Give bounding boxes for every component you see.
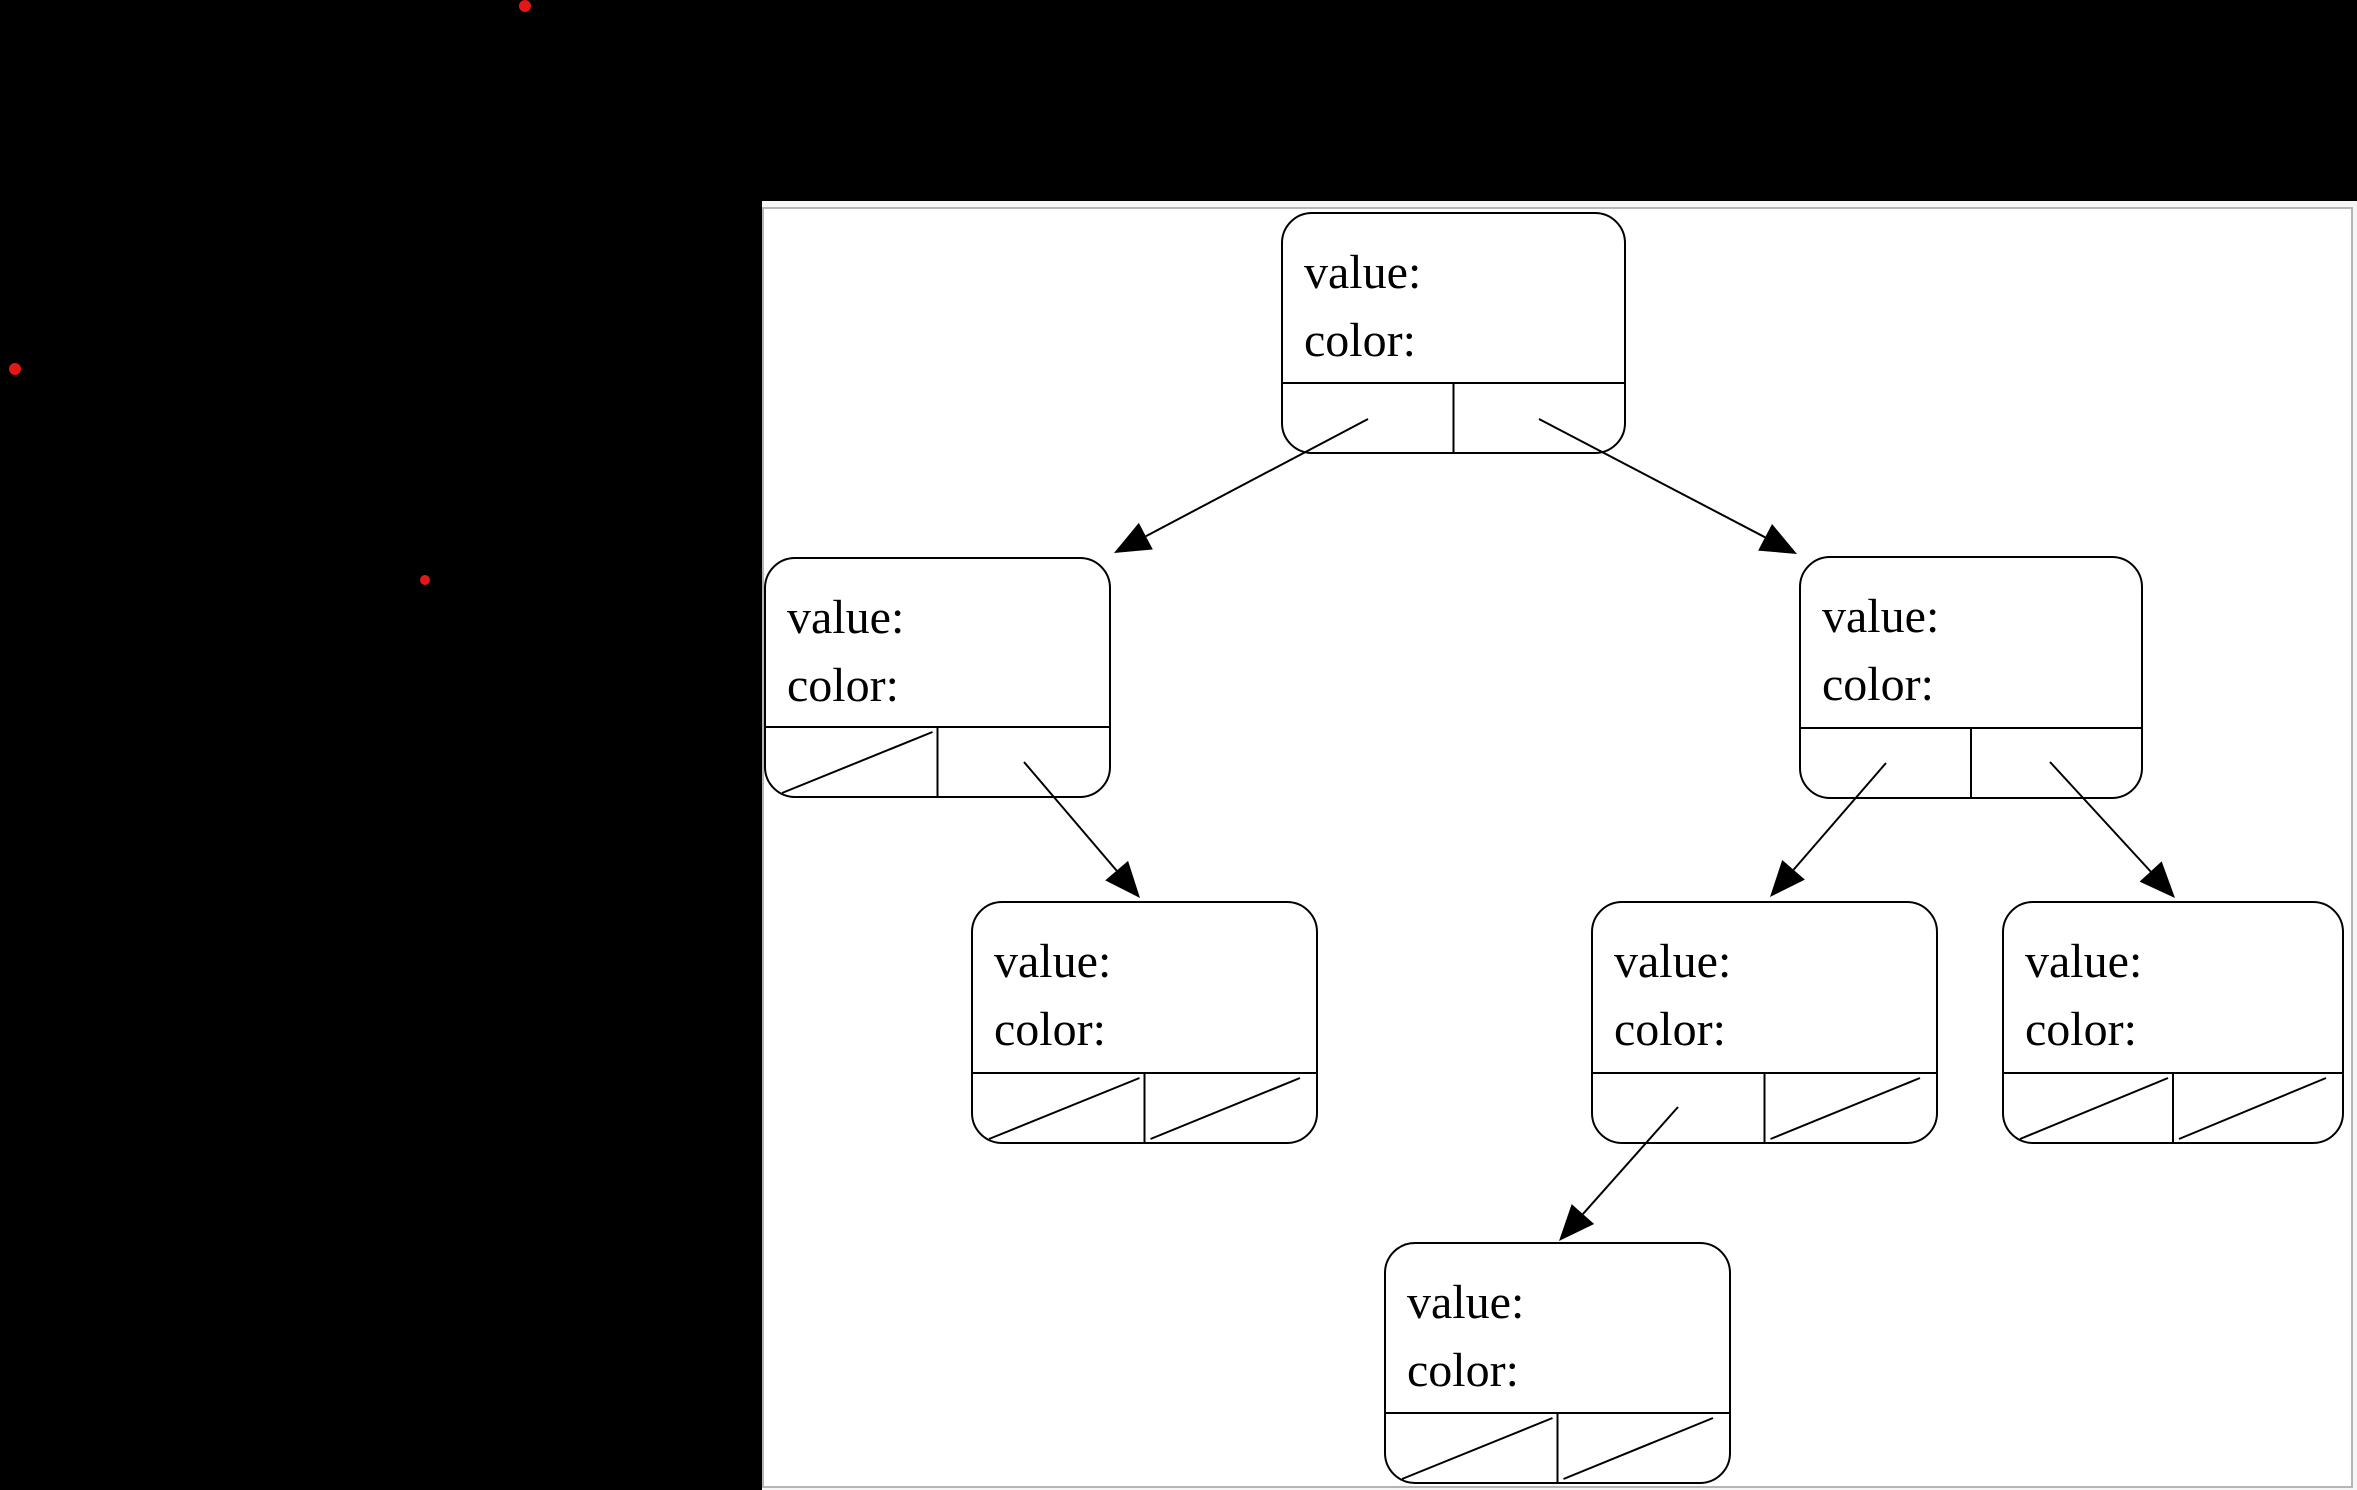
click-marker-3 — [420, 575, 430, 585]
node-value-label: value: — [1304, 246, 1421, 299]
node-color-label: color: — [1822, 658, 1934, 711]
tree-node-bottom-node: value: color: — [1384, 1242, 1731, 1484]
pointer-arrow-right-child-right — [2049, 761, 2175, 898]
arrowhead — [1770, 859, 1805, 897]
node-value-label: value: — [1822, 590, 1939, 643]
node-value-label: value: — [1407, 1276, 1524, 1329]
arrowhead — [1758, 524, 1797, 554]
node-color-label: color: — [1614, 1003, 1726, 1056]
pointer-arrow-root-right — [1538, 418, 1797, 554]
node-color-label: color: — [1407, 1344, 1519, 1397]
tree-node-left-right-grandchild: value: color: — [971, 901, 1318, 1144]
arrow-shaft — [1582, 1106, 1679, 1215]
arrowhead — [1114, 522, 1153, 553]
tree-node-right-child: value: color: — [1799, 556, 2143, 799]
node-value-label: value: — [787, 591, 904, 644]
click-marker-1 — [519, 0, 531, 12]
click-marker-2 — [9, 363, 21, 375]
tree-node-left-child: value: color: — [764, 557, 1111, 798]
node-color-label: color: — [994, 1003, 1106, 1056]
node-value-label: value: — [1614, 935, 1731, 988]
pointer-arrow-right-child-left — [1770, 762, 1887, 897]
tree-node-right-right-grandchild: value: color: — [2002, 901, 2344, 1144]
null-pointer-slash-left — [1401, 1417, 1553, 1480]
tree-node-right-left-grandchild: value: color: — [1591, 901, 1938, 1144]
null-pointer-slash-right — [1770, 1077, 1921, 1140]
null-pointer-slash-right — [1150, 1077, 1301, 1140]
null-pointer-slash-left — [988, 1077, 1140, 1140]
node-value-label: value: — [994, 935, 1111, 988]
null-pointer-slash-left — [781, 731, 933, 794]
node-color-label: color: — [787, 659, 899, 712]
null-pointer-slash-right — [1563, 1417, 1714, 1480]
null-pointer-slash-right — [2178, 1077, 2327, 1140]
arrow-shaft — [1792, 762, 1887, 871]
arrowhead — [2139, 861, 2175, 898]
pointer-arrow-left-child-right — [1023, 761, 1140, 898]
pointer-arrow-right-left-grandchild-left — [1559, 1106, 1679, 1241]
arrowhead — [1105, 860, 1140, 898]
tree-node-root: value: color: — [1281, 212, 1626, 454]
arrow-shaft — [1538, 418, 1766, 539]
node-value-label: value: — [2025, 935, 2142, 988]
pointer-arrow-root-left — [1114, 418, 1369, 553]
arrow-shaft — [1145, 418, 1369, 538]
node-color-label: color: — [1304, 314, 1416, 367]
node-color-label: color: — [2025, 1003, 2137, 1056]
arrow-shaft — [1023, 761, 1118, 872]
arrowhead — [1559, 1204, 1595, 1241]
arrow-shaft — [2049, 761, 2152, 873]
null-pointer-slash-left — [2019, 1077, 2169, 1140]
